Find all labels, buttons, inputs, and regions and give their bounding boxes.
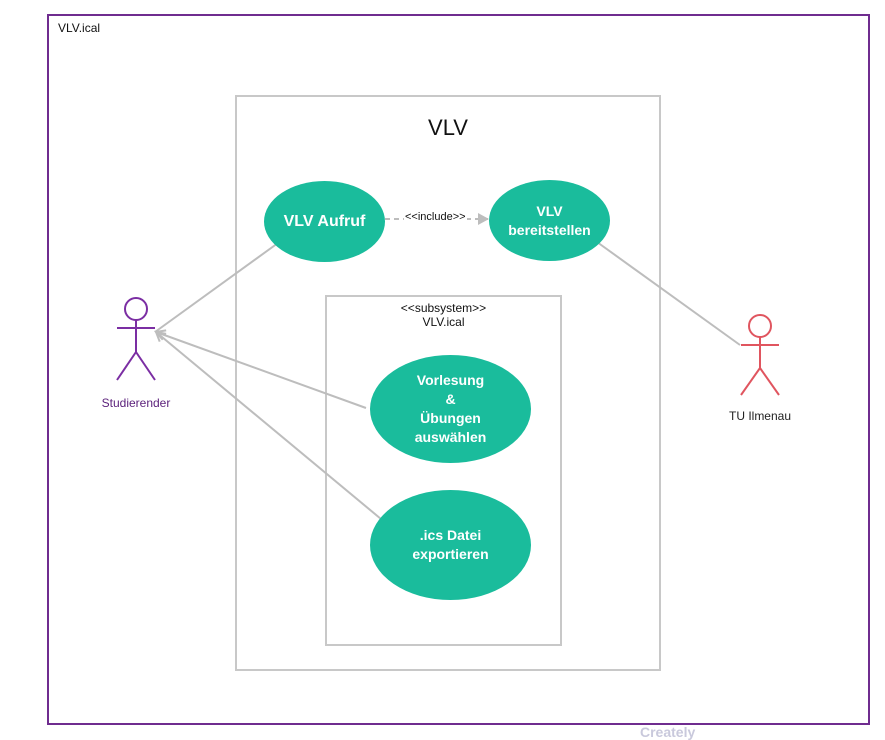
- system-title: VLV: [428, 115, 468, 140]
- subsystem-name: VLV.ical: [422, 315, 465, 329]
- subsystem-label: <<subsystem>> VLV.ical: [325, 301, 562, 329]
- actor-studierender-label: Studierender: [101, 396, 171, 410]
- actor-tu-figure[interactable]: [740, 314, 780, 396]
- use-case-vlv-aufruf[interactable]: VLV Aufruf: [264, 181, 385, 262]
- subsystem-boundary: [325, 295, 562, 646]
- use-case-label: VLV bereitstellen: [508, 202, 591, 238]
- use-case-label: VLV Aufruf: [283, 213, 366, 230]
- use-case-ics-exportieren[interactable]: .ics Datei exportieren: [370, 490, 531, 600]
- assoc-student-vorlesung: [156, 332, 367, 409]
- use-case-label: Vorlesung & Übungen auswählen: [414, 372, 487, 445]
- outer-frame-title: VLV.ical: [58, 21, 101, 35]
- assoc-student-aufruf: [154, 242, 279, 333]
- system-boundary-vlv: [235, 95, 661, 671]
- include-label: <<include>>: [404, 211, 467, 223]
- subsystem-stereotype: <<subsystem>>: [400, 301, 487, 315]
- actor-studierender-figure[interactable]: [116, 297, 156, 381]
- outer-frame: [47, 14, 870, 725]
- actor-tu-label: TU Ilmenau: [728, 409, 792, 423]
- assoc-bereit-tu: [596, 241, 741, 346]
- use-case-label: .ics Datei exportieren: [412, 527, 489, 562]
- use-case-vorlesung-auswaehlen[interactable]: Vorlesung & Übungen auswählen: [370, 355, 531, 463]
- use-case-vlv-bereitstellen[interactable]: VLV bereitstellen: [489, 180, 610, 261]
- assoc-student-ics: [156, 332, 382, 520]
- creately-watermark: Creately: [640, 724, 696, 740]
